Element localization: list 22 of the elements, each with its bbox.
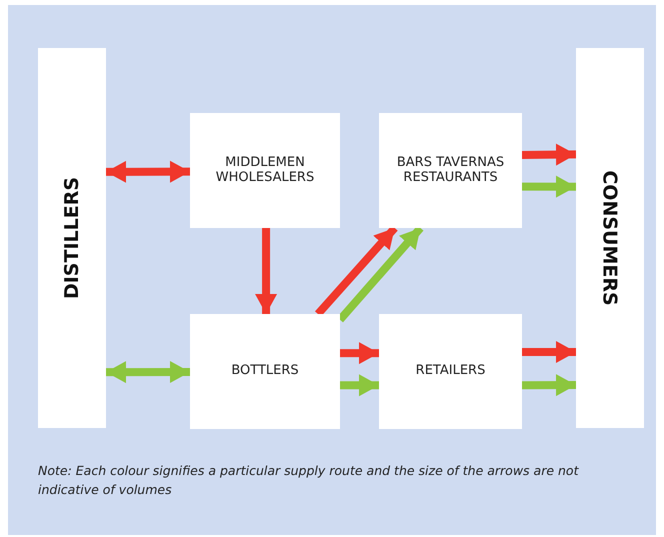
arrow: [340, 374, 379, 396]
arrow: [106, 361, 190, 384]
note-text: Note: Each colour signifies a particular supply route and the size of the arrows are not indicative of volumes: [38, 462, 580, 499]
stage-box: [379, 314, 522, 429]
stage-box: [190, 113, 340, 228]
stage-label: MIDDLEMEN WHOLESALERS: [214, 156, 316, 186]
arrow: [522, 176, 576, 198]
arrow: [106, 160, 190, 183]
stage-column: [38, 48, 106, 428]
stage-label: DISTILLERS: [61, 176, 83, 300]
stage-label: CONSUMERS: [599, 170, 621, 306]
stage-label: BARS TAVERNAS RESTAURANTS: [396, 156, 506, 186]
stage-label: RETAILERS: [414, 364, 486, 379]
arrow: [522, 374, 576, 396]
stage-box: [190, 314, 340, 429]
stage-box: [379, 113, 522, 228]
arrow: [255, 228, 278, 314]
stage-column: [576, 48, 644, 428]
arrow: [522, 144, 576, 166]
arrow: [340, 342, 379, 364]
arrow: [522, 340, 576, 363]
stage-label: BOTTLERS: [230, 364, 300, 379]
